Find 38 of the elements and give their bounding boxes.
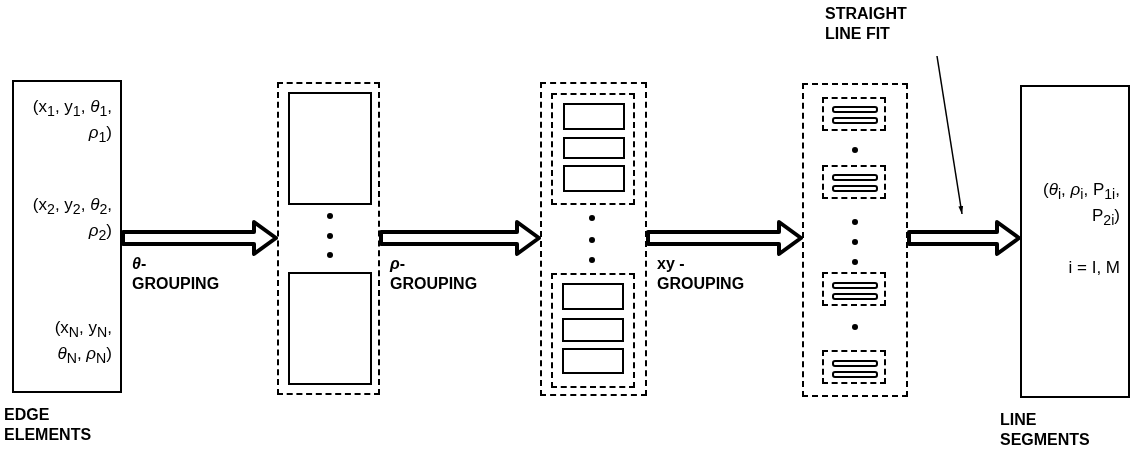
formula-text: i = I, M [1067, 257, 1120, 279]
process-box [562, 318, 624, 342]
bar-box [832, 117, 878, 124]
formula-text: (θ$_{i}$, ρ$_{i}$, P$_{1i}$, P$_{2i}$) [1042, 179, 1120, 231]
bar-box [832, 371, 878, 378]
formula-text: (x$_{N}$, y$_{N}$, θ$_{N}$, ρ$_{N}$) [53, 317, 112, 369]
leader-line [936, 55, 964, 215]
group-box [822, 350, 886, 384]
box-caption: LINE SEGMENTS [1000, 410, 1091, 450]
hollow-arrow [379, 220, 541, 256]
callout-label: STRAIGHT LINE FIT [825, 4, 908, 44]
group-box [540, 82, 647, 396]
process-box [563, 165, 625, 192]
box-caption: EDGE ELEMENTS [4, 405, 93, 445]
bar-box [832, 360, 878, 367]
bar-box [832, 174, 878, 181]
process-box [288, 272, 372, 385]
hollow-arrow [121, 220, 278, 256]
bar-box [832, 106, 878, 113]
group-box [551, 93, 635, 205]
process-box [562, 283, 624, 310]
group-box [277, 82, 380, 395]
group-box [551, 273, 635, 388]
process-box [562, 348, 624, 374]
group-box [802, 83, 908, 397]
group-box [822, 272, 886, 306]
process-box [563, 103, 625, 130]
formula-text: (x$_{2}$, y$_{2}$, θ$_{2}$, ρ$_{2}$) [31, 194, 112, 246]
process-box [563, 137, 625, 159]
bar-box [832, 293, 878, 300]
bar-box [832, 282, 878, 289]
formula-text: (x$_{1}$, y$_{1}$, θ$_{1}$, ρ$_{1}$) [31, 96, 112, 148]
hollow-arrow [646, 220, 803, 256]
bar-box [832, 185, 878, 192]
group-box [822, 165, 886, 199]
group-box [822, 97, 886, 131]
hollow-arrow [907, 220, 1021, 256]
process-box [288, 92, 372, 205]
